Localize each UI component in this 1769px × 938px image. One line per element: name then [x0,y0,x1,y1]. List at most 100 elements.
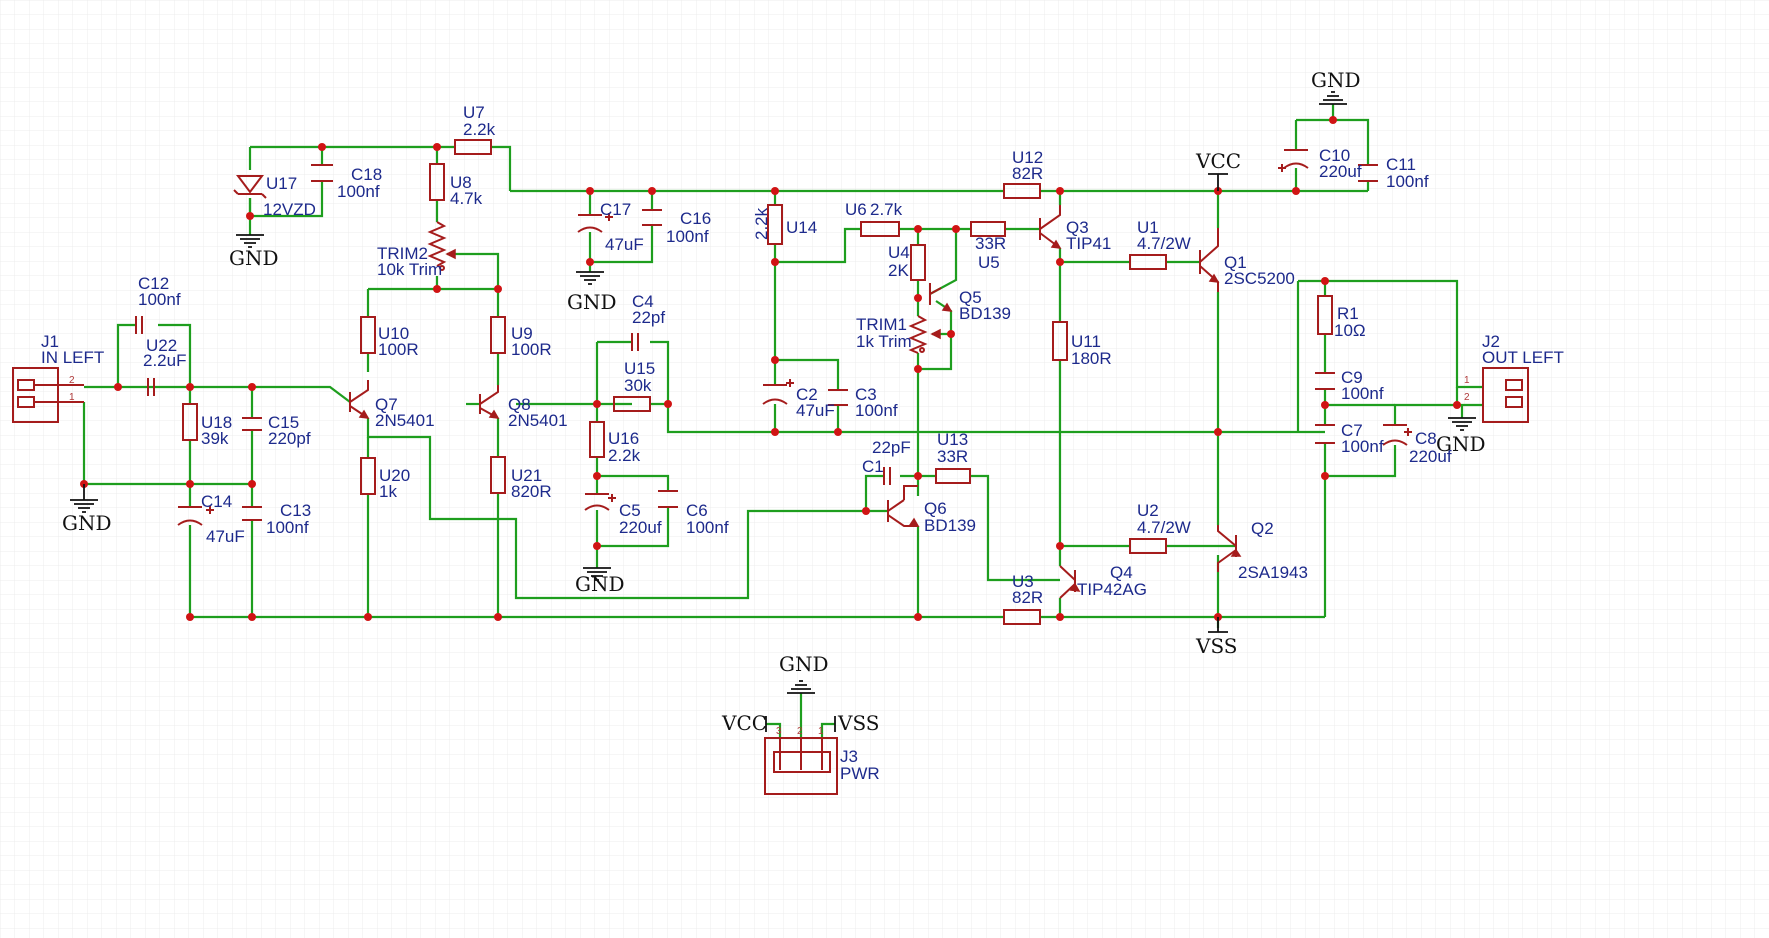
c14-ref: C14 [201,492,232,511]
gnd-label-zener: GND [229,246,279,270]
c1-value: 22pF [872,438,911,457]
c5-ref: C5 [619,501,641,520]
c3-ref: C3 [855,385,877,404]
q1-value: 2SC5200 [1224,269,1295,288]
c18-ref: C18 [351,165,382,184]
u17-value: 12VZD [263,200,316,219]
u11-ref: U11 [1071,332,1101,351]
c8-value: 220uf [1409,447,1452,466]
c5-value: 220uf [619,518,662,537]
u9-ref: U9 [511,324,533,343]
q2-value: 2SA1943 [1238,563,1308,582]
u16-value: 2.2k [608,446,641,465]
j1-pin1: 1 [69,392,75,403]
u15-ref: U15 [624,359,655,378]
vcc-label-j3: VCC [721,711,767,735]
u4-ref: U4 [888,243,910,262]
u12-ref: U12 [1012,148,1043,167]
u18-ref: U18 [201,413,232,432]
c10-ref: C10 [1319,146,1350,165]
u2-value: 4.7/2W [1137,518,1191,537]
j3-pin3: 3 [776,726,782,737]
u21-value: 820R [511,482,552,501]
c4-value: 22pf [632,308,665,327]
c16-ref: C16 [680,209,711,228]
u6-value: 2.7k [870,200,903,219]
u22-ref: U22 [146,336,177,355]
j1-ref: J1 [41,332,59,351]
connector-j3 [764,737,838,795]
u7-value: 2.2k [463,120,496,139]
q3-ref: Q3 [1066,218,1089,237]
q8-ref: Q8 [508,395,531,414]
gnd-label-j3: GND [779,652,829,676]
u14-value: 2.2k [752,207,771,240]
c2-value: 47uF [796,401,835,420]
u7-ref: U7 [463,103,485,122]
j1-value: IN LEFT [41,348,104,367]
u3-value: 82R [1012,588,1043,607]
c18-value: 100nf [337,182,380,201]
c9-value: 100nf [1341,384,1384,403]
j3-pin2: 2 [797,726,803,737]
c10-value: 220uf [1319,162,1362,181]
q1-ref: Q1 [1224,253,1247,272]
j3-pin1: 1 [818,726,824,737]
c7-ref: C7 [1341,421,1363,440]
u4-value: 2K [888,261,909,280]
trim2-value: 10k Trim [377,260,442,279]
trim1-value: 1k Trim [856,332,912,351]
c14-value: 47uF [206,527,245,546]
q7-ref: Q7 [375,395,398,414]
c12-value: 100nf [138,290,181,309]
u3-ref: U3 [1012,572,1034,591]
c6-value: 100nf [686,518,729,537]
u16-ref: U16 [608,429,639,448]
c6-ref: C6 [686,501,708,520]
ground-symbols [70,91,1476,732]
q4-value: TIP42AG [1077,580,1147,599]
c4-ref: C4 [632,292,654,311]
u22-value: 2.2uF [143,351,186,370]
u1-ref: U1 [1137,218,1159,237]
u5-value: 33R [975,234,1006,253]
gnd-label-c17: GND [567,290,617,314]
u9-value: 100R [511,340,552,359]
u5-ref: U5 [978,253,1000,272]
c17-ref: C17 [600,200,631,219]
u21-ref: U21 [511,466,542,485]
gnd-label-j1: GND [62,511,112,535]
u17-ref: U17 [266,174,297,193]
u8-ref: U8 [450,173,472,192]
u18-value: 39k [201,429,229,448]
component-bodies [135,139,1412,625]
q4-ref: Q4 [1110,563,1133,582]
junction-dots [80,116,1461,621]
r1-value: 10Ω [1334,321,1366,340]
u15-value: 30k [624,376,652,395]
gnd-label-c5: GND [575,572,625,596]
c12-ref: C12 [138,274,169,293]
c13-ref: C13 [280,501,311,520]
c1-ref: C1 [862,457,884,476]
u8-value: 4.7k [450,189,483,208]
u2-ref: U2 [1137,501,1159,520]
trim2-ref: TRIM2 [377,244,428,263]
trimmer-wipers [439,265,925,353]
connector-j1 [12,367,84,423]
u20-ref: U20 [379,466,410,485]
j2-pin1: 1 [1464,375,1470,386]
c16-value: 100nf [666,227,709,246]
c13-value: 100nf [266,518,309,537]
c7-value: 100nf [1341,437,1384,456]
gnd-label-j2: GND [1436,432,1486,456]
j2-value: OUT LEFT [1482,348,1564,367]
u13-ref: U13 [937,430,968,449]
c11-ref: C11 [1386,155,1416,174]
trim1-ref: TRIM1 [856,315,907,334]
u14-ref: U14 [786,218,817,237]
gnd-label-c10: GND [1311,68,1361,92]
vss-label-j3: VSS [837,711,880,735]
q6-ref: Q6 [924,499,947,518]
